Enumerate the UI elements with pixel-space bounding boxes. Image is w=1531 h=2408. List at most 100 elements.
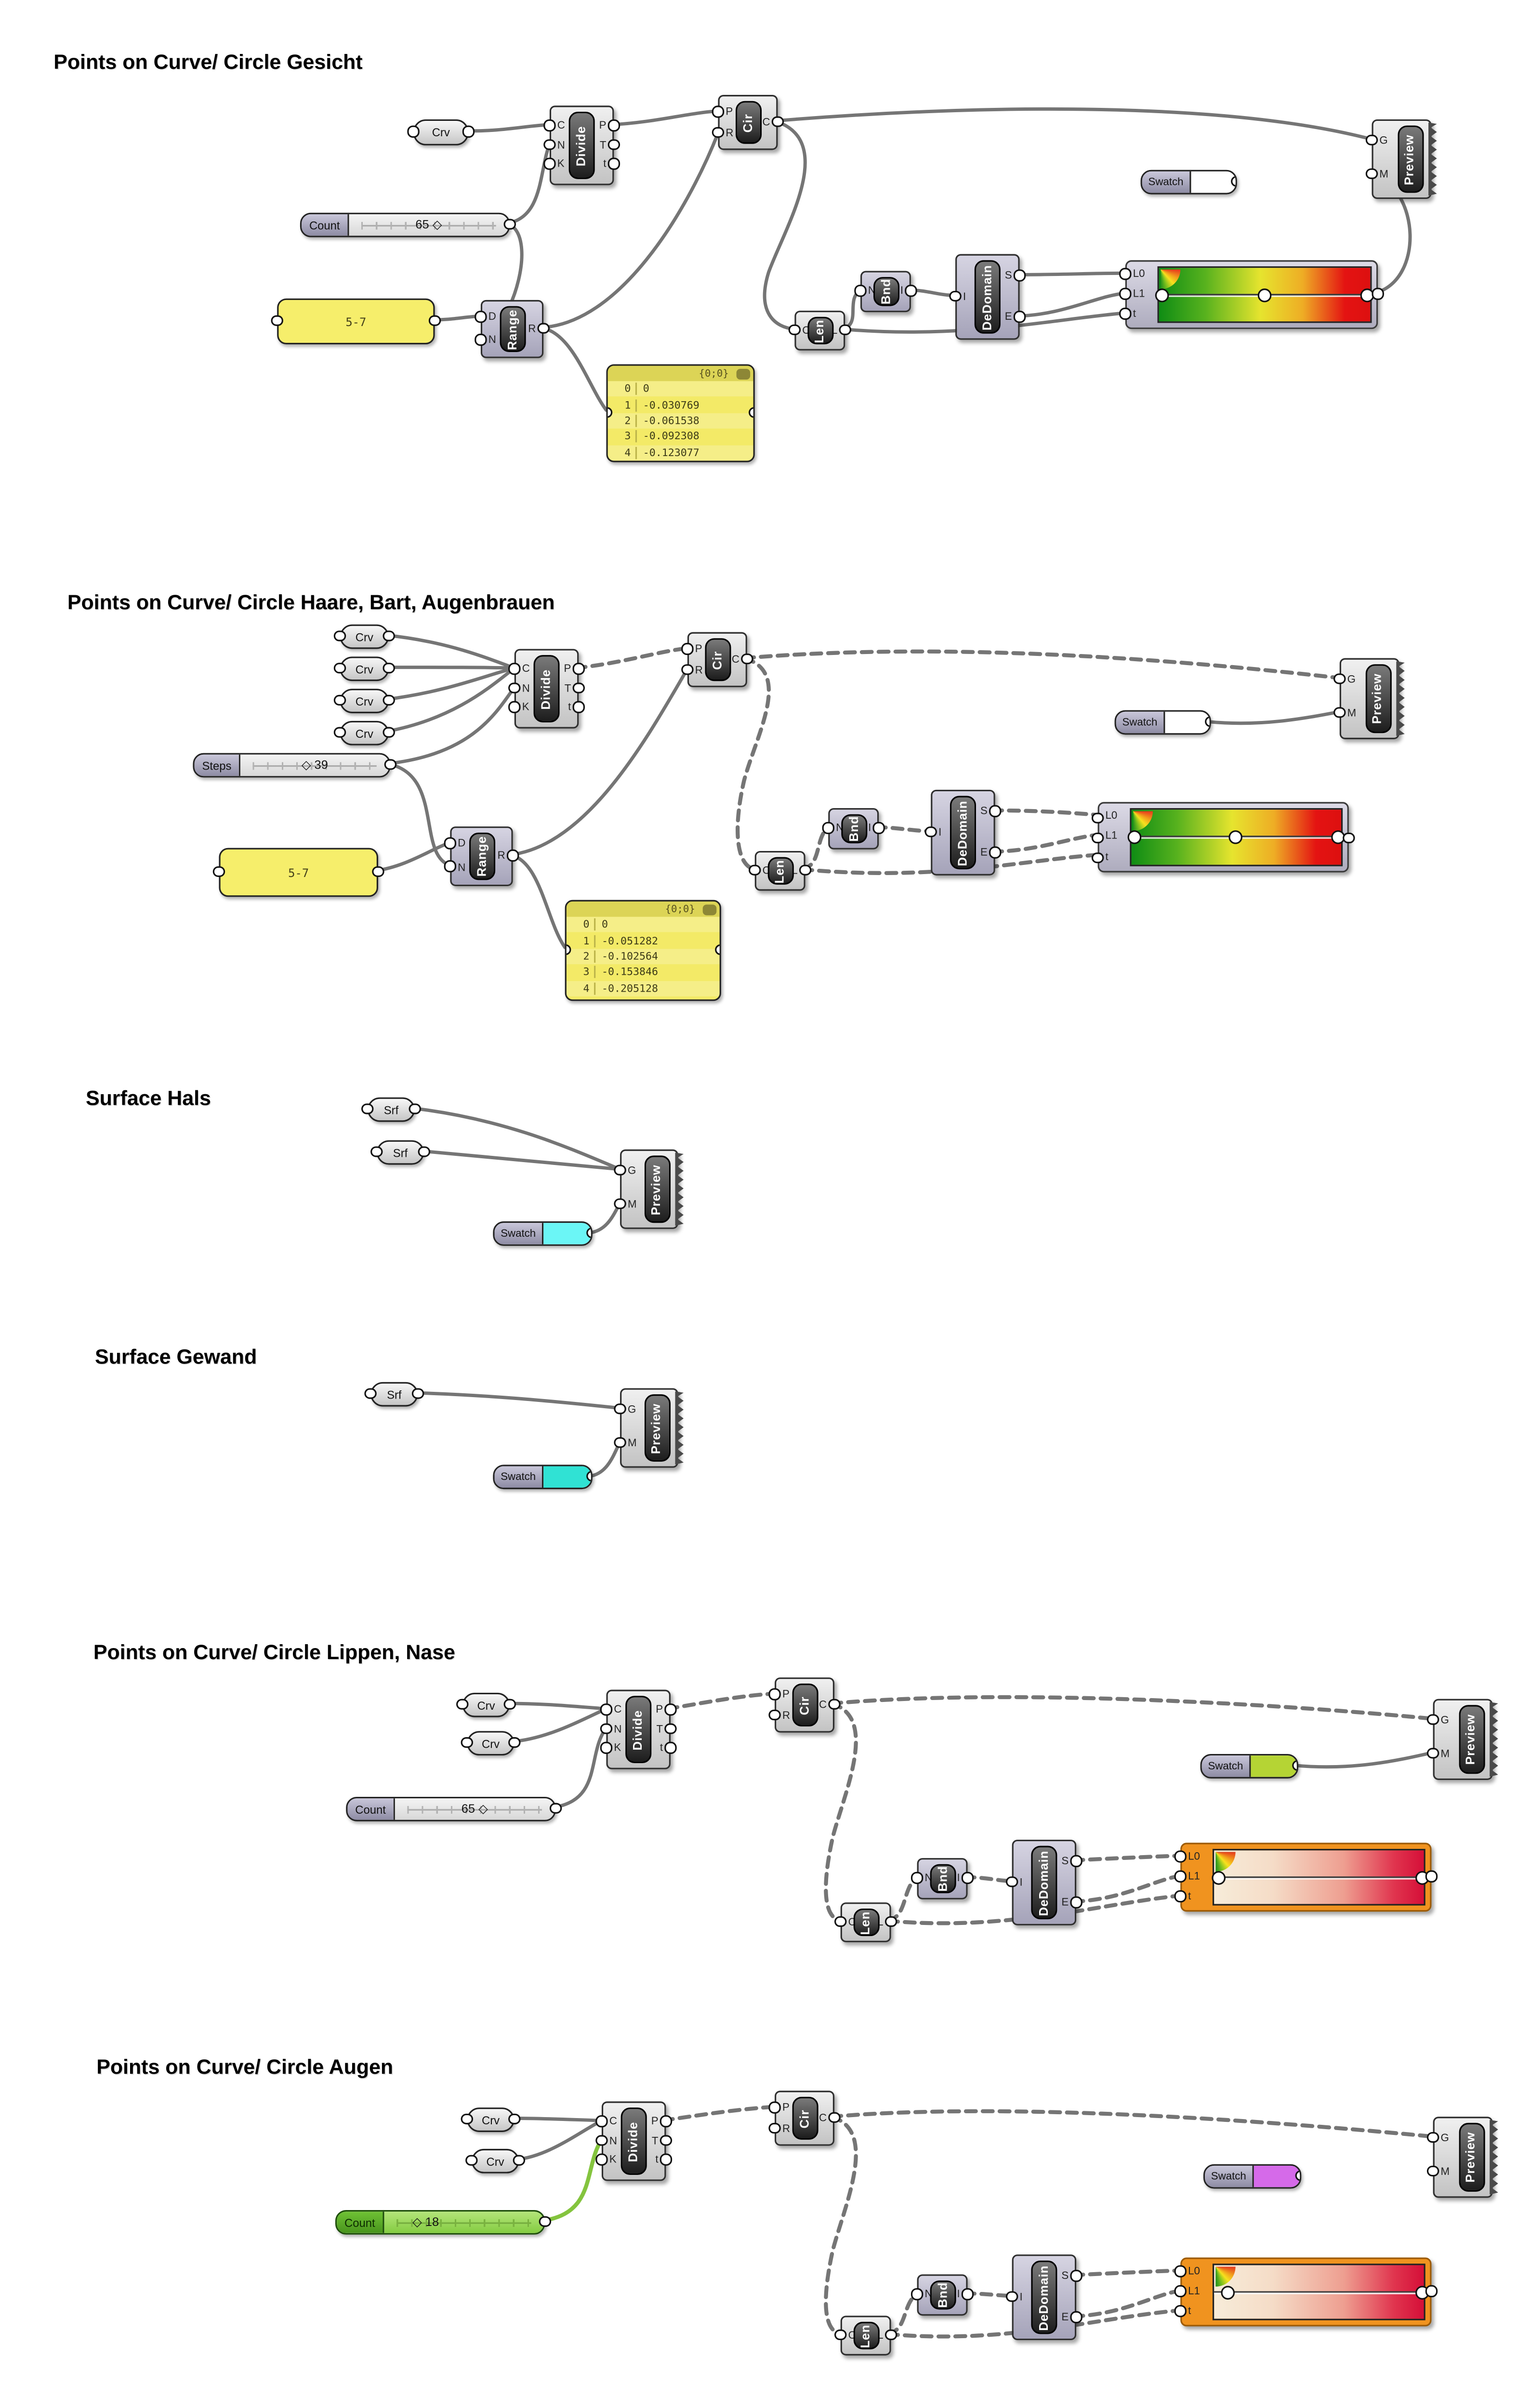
pin-E-out[interactable] (1070, 1897, 1082, 1908)
pin-out[interactable] (462, 126, 474, 137)
pin-C-out[interactable] (828, 1698, 840, 1710)
pin-D-in[interactable] (475, 311, 487, 323)
slider-track[interactable]: ◇ 39 (240, 754, 389, 776)
pin-N-in[interactable] (444, 860, 456, 872)
pin-R-out[interactable] (507, 850, 519, 861)
pin-out[interactable] (1425, 1871, 1437, 1882)
range-component[interactable]: D N R Range (444, 826, 519, 887)
curve-param[interactable]: Crv (334, 720, 395, 746)
curve-param[interactable]: Crv (466, 2148, 525, 2173)
pin-C-in[interactable] (835, 2329, 846, 2341)
pin-L1-in[interactable] (1175, 2285, 1187, 2297)
bounds-component[interactable]: N I Bnd (855, 271, 917, 313)
pin-out[interactable] (383, 630, 395, 642)
bounds-component[interactable]: N I Bnd (822, 808, 884, 850)
pin-in[interactable] (371, 1146, 383, 1158)
curve-param[interactable]: Crv (457, 1692, 515, 1717)
slider-grip-icon[interactable]: ◇ (432, 218, 442, 232)
pin-N-in[interactable] (509, 682, 520, 694)
pin-D-in[interactable] (444, 837, 456, 849)
gradient-component-selected[interactable]: L0 L1 t (1175, 1843, 1437, 1912)
length-component[interactable]: C L Len (835, 2316, 897, 2356)
pin-M-in[interactable] (1427, 2165, 1439, 2177)
slider-track[interactable]: 65 ◇ (395, 1798, 554, 1820)
swatch-component[interactable]: Swatch (493, 1465, 593, 1490)
swatch-component[interactable]: Swatch (1203, 2164, 1302, 2189)
pin-P-in[interactable] (713, 105, 724, 118)
pin-out[interactable] (383, 662, 395, 674)
pin-I-out[interactable] (962, 2288, 973, 2300)
gradient-knob[interactable] (1212, 1870, 1226, 1885)
preview-component[interactable]: G M Preview (1427, 1699, 1498, 1780)
length-component[interactable]: C L Len (789, 311, 851, 351)
pin-out[interactable] (412, 1388, 424, 1400)
pin-K-in[interactable] (596, 2154, 608, 2165)
pin-out[interactable] (508, 2113, 520, 2125)
pin-G-in[interactable] (1427, 1714, 1439, 1725)
pin-G-in[interactable] (614, 1164, 626, 1176)
pin-T-out[interactable] (660, 2134, 672, 2146)
pin-out[interactable] (429, 314, 440, 327)
pin-out[interactable] (384, 759, 396, 771)
pin-I-out[interactable] (962, 1872, 973, 1884)
pin-out[interactable] (504, 1699, 515, 1710)
pin-G-in[interactable] (1334, 673, 1346, 684)
pin-P-out[interactable] (608, 119, 620, 131)
swatch-color[interactable] (543, 1466, 591, 1488)
pin-in[interactable] (466, 2155, 477, 2166)
circle-component[interactable]: P R C Cir (769, 2091, 840, 2146)
pin-P-in[interactable] (769, 2101, 781, 2113)
swatch-component[interactable]: Swatch (1114, 710, 1211, 735)
panel-note[interactable]: 5-7 (213, 848, 384, 897)
pin-L-out[interactable] (799, 864, 811, 876)
pin-t-out[interactable] (608, 157, 620, 170)
pin-C-in[interactable] (596, 2115, 608, 2127)
preview-component[interactable]: G M Preview (614, 1149, 684, 1229)
preview-component[interactable]: G M Preview (1427, 2117, 1498, 2198)
pin-I-in[interactable] (1006, 2290, 1018, 2302)
pin-in[interactable] (334, 630, 346, 642)
range-component[interactable]: D N R Range (475, 300, 549, 358)
pin-R-in[interactable] (713, 126, 724, 138)
pin-I-in[interactable] (925, 826, 937, 838)
pin-L0-in[interactable] (1120, 268, 1131, 280)
slider-grip-icon[interactable]: ◇ (301, 758, 311, 772)
gradient-knob[interactable] (1127, 830, 1142, 844)
pin-N-in[interactable] (911, 2288, 923, 2300)
gradient-knob[interactable] (1257, 288, 1272, 302)
pin-R-in[interactable] (682, 664, 693, 675)
pin-N-in[interactable] (911, 1872, 923, 1884)
pin-I-out[interactable] (873, 822, 884, 834)
pin-t-in[interactable] (1175, 2305, 1187, 2317)
pin-out[interactable] (1372, 288, 1384, 300)
pin-out[interactable] (409, 1103, 421, 1115)
dedomain-component[interactable]: I S E DeDomain (925, 789, 1001, 876)
steps-slider[interactable]: Steps ◇ 39 (193, 753, 396, 778)
divide-component[interactable]: C N K P T t Divide (544, 105, 620, 185)
pin-K-in[interactable] (544, 157, 555, 170)
pin-out[interactable] (550, 1803, 562, 1814)
curve-param[interactable]: Crv (334, 689, 395, 713)
pin-M-in[interactable] (614, 1437, 626, 1448)
pin-G-in[interactable] (1366, 134, 1378, 146)
surface-param[interactable]: Srf (362, 1097, 421, 1122)
swatch-color[interactable] (543, 1223, 591, 1244)
pin-C-in[interactable] (601, 1703, 612, 1715)
pin-L0-in[interactable] (1092, 812, 1104, 824)
pin-P-in[interactable] (682, 643, 693, 654)
pin-in[interactable] (408, 126, 420, 137)
pin-I-out[interactable] (905, 285, 917, 297)
pin-T-out[interactable] (573, 682, 584, 694)
preview-component[interactable]: G M Preview (1366, 119, 1437, 199)
pin-in[interactable] (271, 314, 283, 327)
pin-L1-in[interactable] (1092, 832, 1104, 844)
pin-L-out[interactable] (839, 324, 851, 336)
curve-param[interactable]: Crv (461, 2107, 520, 2132)
pin-C-out[interactable] (828, 2111, 840, 2123)
pin-N-in[interactable] (855, 285, 867, 297)
pin-C-in[interactable] (835, 1915, 846, 1927)
preview-component[interactable]: G M Preview (614, 1388, 684, 1468)
surface-param[interactable]: Srf (371, 1140, 430, 1165)
pin-M-in[interactable] (1334, 707, 1346, 718)
